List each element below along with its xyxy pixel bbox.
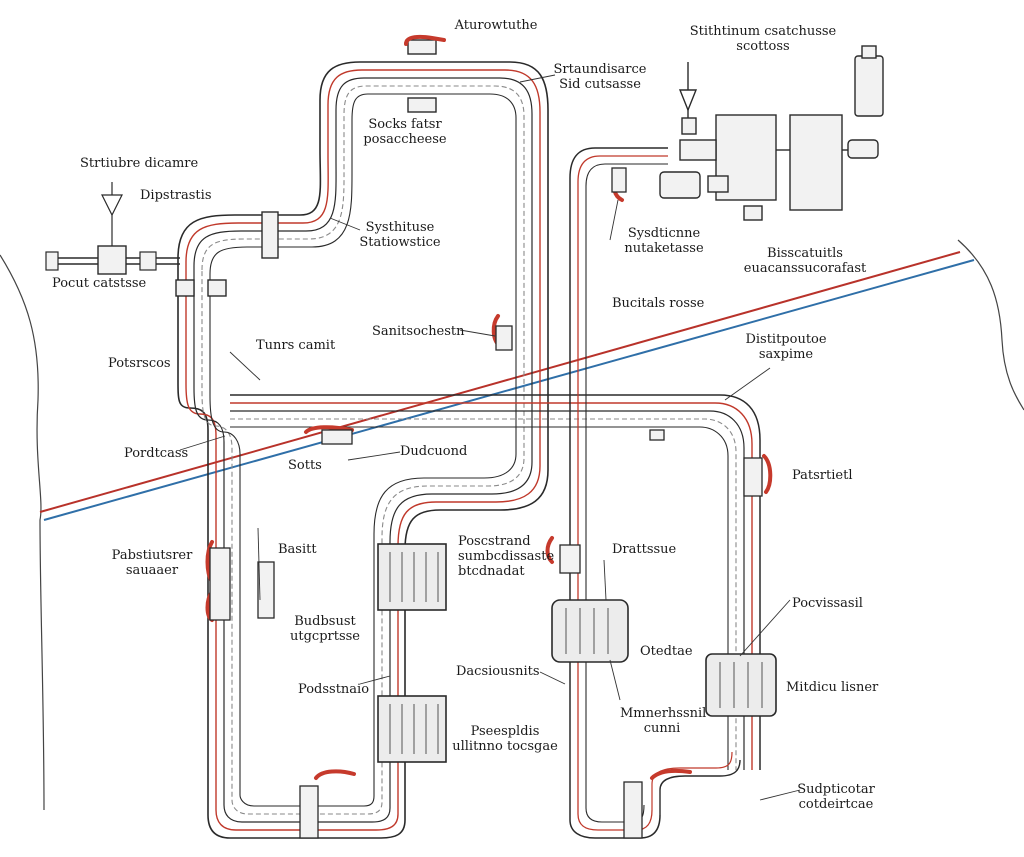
center-top-label: Socks fatsr posaccheese (363, 117, 447, 147)
top-valve (404, 34, 446, 46)
center-label-a: Sanitsochestn (372, 324, 465, 339)
center-low-label: Dacsiousnits (456, 664, 540, 679)
mid-left-label: Basitt (278, 542, 317, 557)
top-right-label: Stithtinum csatchusse scottoss (689, 24, 837, 54)
right-block-label: Drattssue (612, 542, 677, 557)
top-right-equipment (659, 45, 884, 221)
center-block-label: Poscstrand sumbcdissaste btcdnadat (458, 534, 555, 579)
center-upper-label: Systhituse Statiowstice (359, 220, 441, 250)
red-diagonal-line (39, 251, 961, 513)
left-outlet-label: Pocut catstsse (52, 276, 147, 291)
right-lower-label: Pocvissasil (792, 596, 863, 611)
valve-blocks (377, 543, 777, 763)
left-pipe-bundle (177, 61, 549, 839)
center-label-b: Tunrs camit (256, 338, 336, 353)
upper-pipe-label: Srtaundisarce Sid cutsasse (553, 62, 647, 92)
upper-couplings (175, 39, 437, 297)
lower-center-label: Sotts (288, 458, 322, 473)
left-bottom-label: Pabstiutsrer sauaaer (111, 548, 193, 578)
left-valve-label: Strtiubre dicamre (80, 156, 199, 171)
right-far-label: Mitdicu lisner (786, 680, 879, 695)
bottom-mid-label: Mmnerhssnil cunni (620, 706, 707, 736)
bottom-right-label: Sudpticotar cotdeirtcae (797, 782, 875, 812)
right-distribution-label: Distitpoutoe saxpime (745, 332, 827, 362)
center-lower-label: Dudcuond (400, 444, 468, 459)
right-unit-label: Bisscatuitls euacanssucorafast (743, 246, 867, 276)
right-valve-label: Sysdticnne nutaketasse (624, 226, 704, 256)
left-mid-label: Potsrscos (108, 356, 171, 371)
left-boundary-line (0, 254, 45, 811)
valve-bodies (209, 167, 763, 839)
right-side-label: Patsrtietl (792, 468, 853, 483)
right-boundary-line (957, 239, 1024, 411)
center-mid-label: Otedtae (640, 644, 693, 659)
right-pipe-loop (569, 147, 741, 839)
leader-lines (179, 74, 801, 801)
middle-horizontal-pipes (230, 394, 761, 770)
left-low-label: Podsstnaio (298, 682, 370, 697)
left-inlet-assembly (45, 182, 180, 275)
left-component-label: Dipstrastis (140, 188, 212, 203)
blue-diagonal-line (43, 259, 975, 521)
mid-right-label: Bucitals rosse (612, 296, 705, 311)
left-lower2-label: Budbsust utgcprtsse (290, 614, 360, 644)
top-center-label: Aturowtuthe (454, 18, 538, 33)
bottom-center-label: Pseespldis ullitnno tocsgae (452, 724, 558, 754)
left-lower-label: Pordtcass (124, 446, 189, 461)
